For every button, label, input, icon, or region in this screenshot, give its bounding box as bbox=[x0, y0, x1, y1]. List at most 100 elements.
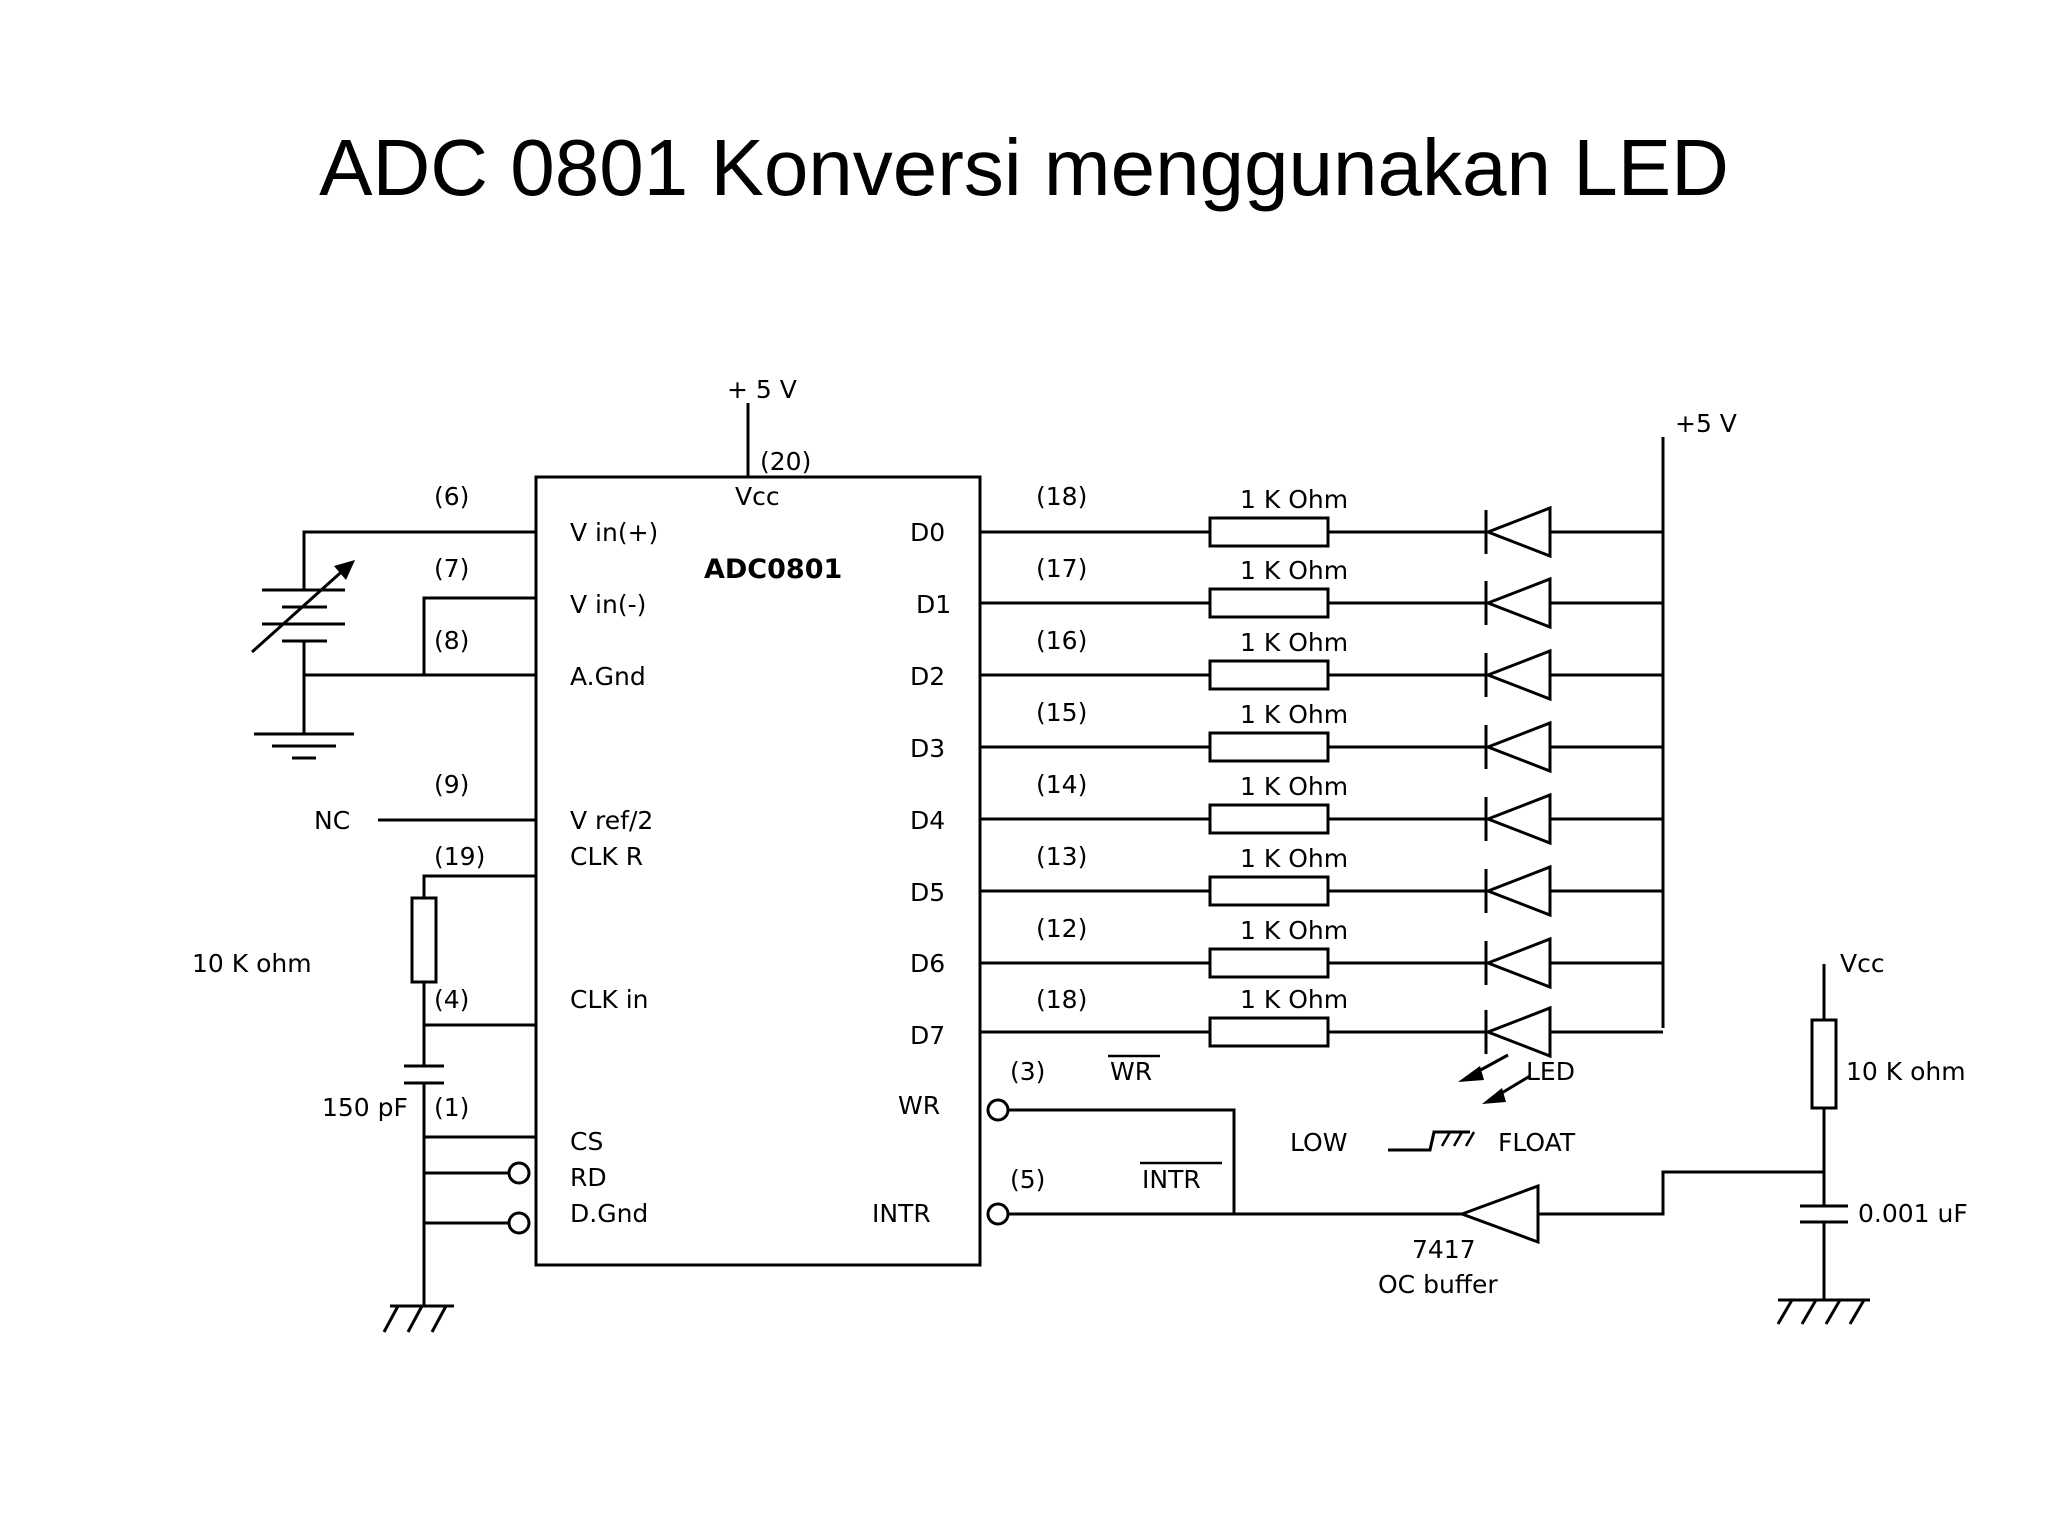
pin-label-cs: CS bbox=[570, 1127, 603, 1156]
float-hatch-3 bbox=[1464, 1131, 1476, 1147]
pin-number-14: (14) bbox=[1036, 770, 1087, 799]
resistor-label-d5: 1 K Ohm bbox=[1240, 844, 1348, 873]
pin-label-vin-plus: V in(+) bbox=[570, 518, 658, 547]
led-d0 bbox=[1483, 505, 1552, 559]
resistor-d2 bbox=[1208, 659, 1330, 691]
resistor-label-d4: 1 K Ohm bbox=[1240, 772, 1348, 801]
buffer-part-label: 7417 bbox=[1412, 1235, 1476, 1264]
led-label: LED bbox=[1526, 1057, 1575, 1086]
pin-label-d1: D1 bbox=[916, 590, 951, 619]
resistor-label-d1: 1 K Ohm bbox=[1240, 556, 1348, 585]
pin-number-16: (16) bbox=[1036, 626, 1087, 655]
chip-name: ADC0801 bbox=[704, 554, 842, 585]
vin-minus-wire bbox=[422, 596, 536, 675]
clk-resistor-label: 10 K ohm bbox=[192, 949, 312, 978]
pin-number-19: (19) bbox=[434, 842, 485, 871]
buffer-desc-label: OC buffer bbox=[1378, 1270, 1498, 1299]
pullup-vcc-label: Vcc bbox=[1840, 949, 1885, 978]
resistor-label-d7: 1 K Ohm bbox=[1240, 985, 1348, 1014]
pin-number-3: (3) bbox=[1010, 1057, 1045, 1086]
resistor-d4 bbox=[1208, 803, 1330, 835]
led-light-arrowhead-1 bbox=[1458, 1066, 1484, 1082]
rd-inversion-bubble bbox=[507, 1161, 531, 1185]
pin-number-5: (5) bbox=[1010, 1165, 1045, 1194]
vin-plus-wire bbox=[302, 530, 536, 590]
vcc-pin-number: (20) bbox=[760, 447, 811, 476]
chassis-ground-hatch-2 bbox=[406, 1305, 424, 1333]
led-light-arrowhead-2 bbox=[1482, 1088, 1506, 1104]
pin-number-1: (1) bbox=[434, 1093, 469, 1122]
variable-arrow-head bbox=[334, 560, 355, 580]
pin-number-18-d7: (18) bbox=[1036, 985, 1087, 1014]
chassis-ground-hatch-3 bbox=[430, 1305, 448, 1333]
pin-number-12: (12) bbox=[1036, 914, 1087, 943]
pullup-ground-hatch-2 bbox=[1800, 1299, 1818, 1325]
led-d5 bbox=[1483, 864, 1552, 918]
pin-label-intr: INTR bbox=[872, 1199, 931, 1228]
pin-label-vref: V ref/2 bbox=[570, 806, 653, 835]
resistor-label-d3: 1 K Ohm bbox=[1240, 700, 1348, 729]
wr-overbar-label: WR bbox=[1110, 1057, 1152, 1086]
low-float-waveform bbox=[1388, 1130, 1470, 1152]
clk-capacitor-label: 150 pF bbox=[322, 1093, 408, 1122]
led-supply-label: +5 V bbox=[1675, 409, 1737, 438]
vcc-supply-label: + 5 V bbox=[727, 375, 797, 404]
pin-number-7: (7) bbox=[434, 554, 469, 583]
resistor-label-d2: 1 K Ohm bbox=[1240, 628, 1348, 657]
pullup-resistor bbox=[1810, 1018, 1838, 1110]
pullup-ground-hatch-3 bbox=[1824, 1299, 1842, 1325]
intr-inversion-bubble bbox=[986, 1202, 1010, 1226]
pin-label-d5: D5 bbox=[910, 878, 945, 907]
dgnd-inversion-bubble bbox=[507, 1211, 531, 1235]
pin-label-d3: D3 bbox=[910, 734, 945, 763]
pin-label-d4: D4 bbox=[910, 806, 945, 835]
pullup-capacitor-label: 0.001 uF bbox=[1858, 1199, 1968, 1228]
resistor-d7 bbox=[1208, 1016, 1330, 1048]
pin-number-13: (13) bbox=[1036, 842, 1087, 871]
led-d2 bbox=[1483, 648, 1552, 702]
pin-number-4: (4) bbox=[434, 985, 469, 1014]
led-d6 bbox=[1483, 936, 1552, 990]
chassis-ground-hatch-1 bbox=[382, 1305, 400, 1333]
pin-label-vin-minus: V in(-) bbox=[570, 590, 646, 619]
pin-label-dgnd: D.Gnd bbox=[570, 1199, 648, 1228]
low-label: LOW bbox=[1290, 1128, 1347, 1157]
wr-wire bbox=[1008, 1108, 1236, 1214]
pin-label-agnd: A.Gnd bbox=[570, 662, 646, 691]
pin-label-wr: WR bbox=[898, 1091, 940, 1120]
pin-number-17: (17) bbox=[1036, 554, 1087, 583]
nc-label: NC bbox=[314, 806, 350, 835]
float-hatch-2 bbox=[1452, 1131, 1464, 1147]
resistor-d1 bbox=[1208, 587, 1330, 619]
pin-label-clkin: CLK in bbox=[570, 985, 649, 1014]
led-d1 bbox=[1483, 576, 1552, 630]
pin-number-15: (15) bbox=[1036, 698, 1087, 727]
variable-arrow-line bbox=[250, 564, 350, 654]
pin-label-clkr: CLK R bbox=[570, 842, 643, 871]
slide-title: ADC 0801 Konversi menggunakan LED bbox=[319, 123, 1729, 212]
pin-number-6: (6) bbox=[434, 482, 469, 511]
pin-number-9: (9) bbox=[434, 770, 469, 799]
clkr-wire bbox=[422, 874, 536, 898]
pin-label-d2: D2 bbox=[910, 662, 945, 691]
float-hatch-1 bbox=[1440, 1131, 1452, 1147]
clk-resistor bbox=[410, 896, 438, 984]
oc-buffer bbox=[1457, 1183, 1540, 1245]
float-label: FLOAT bbox=[1498, 1128, 1576, 1157]
buffer-input-wire bbox=[1538, 1170, 1824, 1216]
pin-number-18-d0: (18) bbox=[1036, 482, 1087, 511]
pin-label-d7: D7 bbox=[910, 1021, 945, 1050]
led-d4 bbox=[1483, 792, 1552, 846]
resistor-d5 bbox=[1208, 875, 1330, 907]
vcc-pin-label: Vcc bbox=[735, 482, 780, 511]
pin-label-d0: D0 bbox=[910, 518, 945, 547]
pin-label-rd: RD bbox=[570, 1163, 607, 1192]
led-d3 bbox=[1483, 720, 1552, 774]
resistor-d0 bbox=[1208, 516, 1330, 548]
pullup-ground-hatch-4 bbox=[1848, 1299, 1866, 1325]
intr-overbar-label: INTR bbox=[1142, 1165, 1201, 1194]
wr-inversion-bubble bbox=[986, 1098, 1010, 1122]
led-rows: 1 K Ohm 1 K Ohm 1 K Ohm 1 K Ohm 1 K Ohm 1 K O… bbox=[980, 485, 1663, 1059]
pin-number-8: (8) bbox=[434, 626, 469, 655]
